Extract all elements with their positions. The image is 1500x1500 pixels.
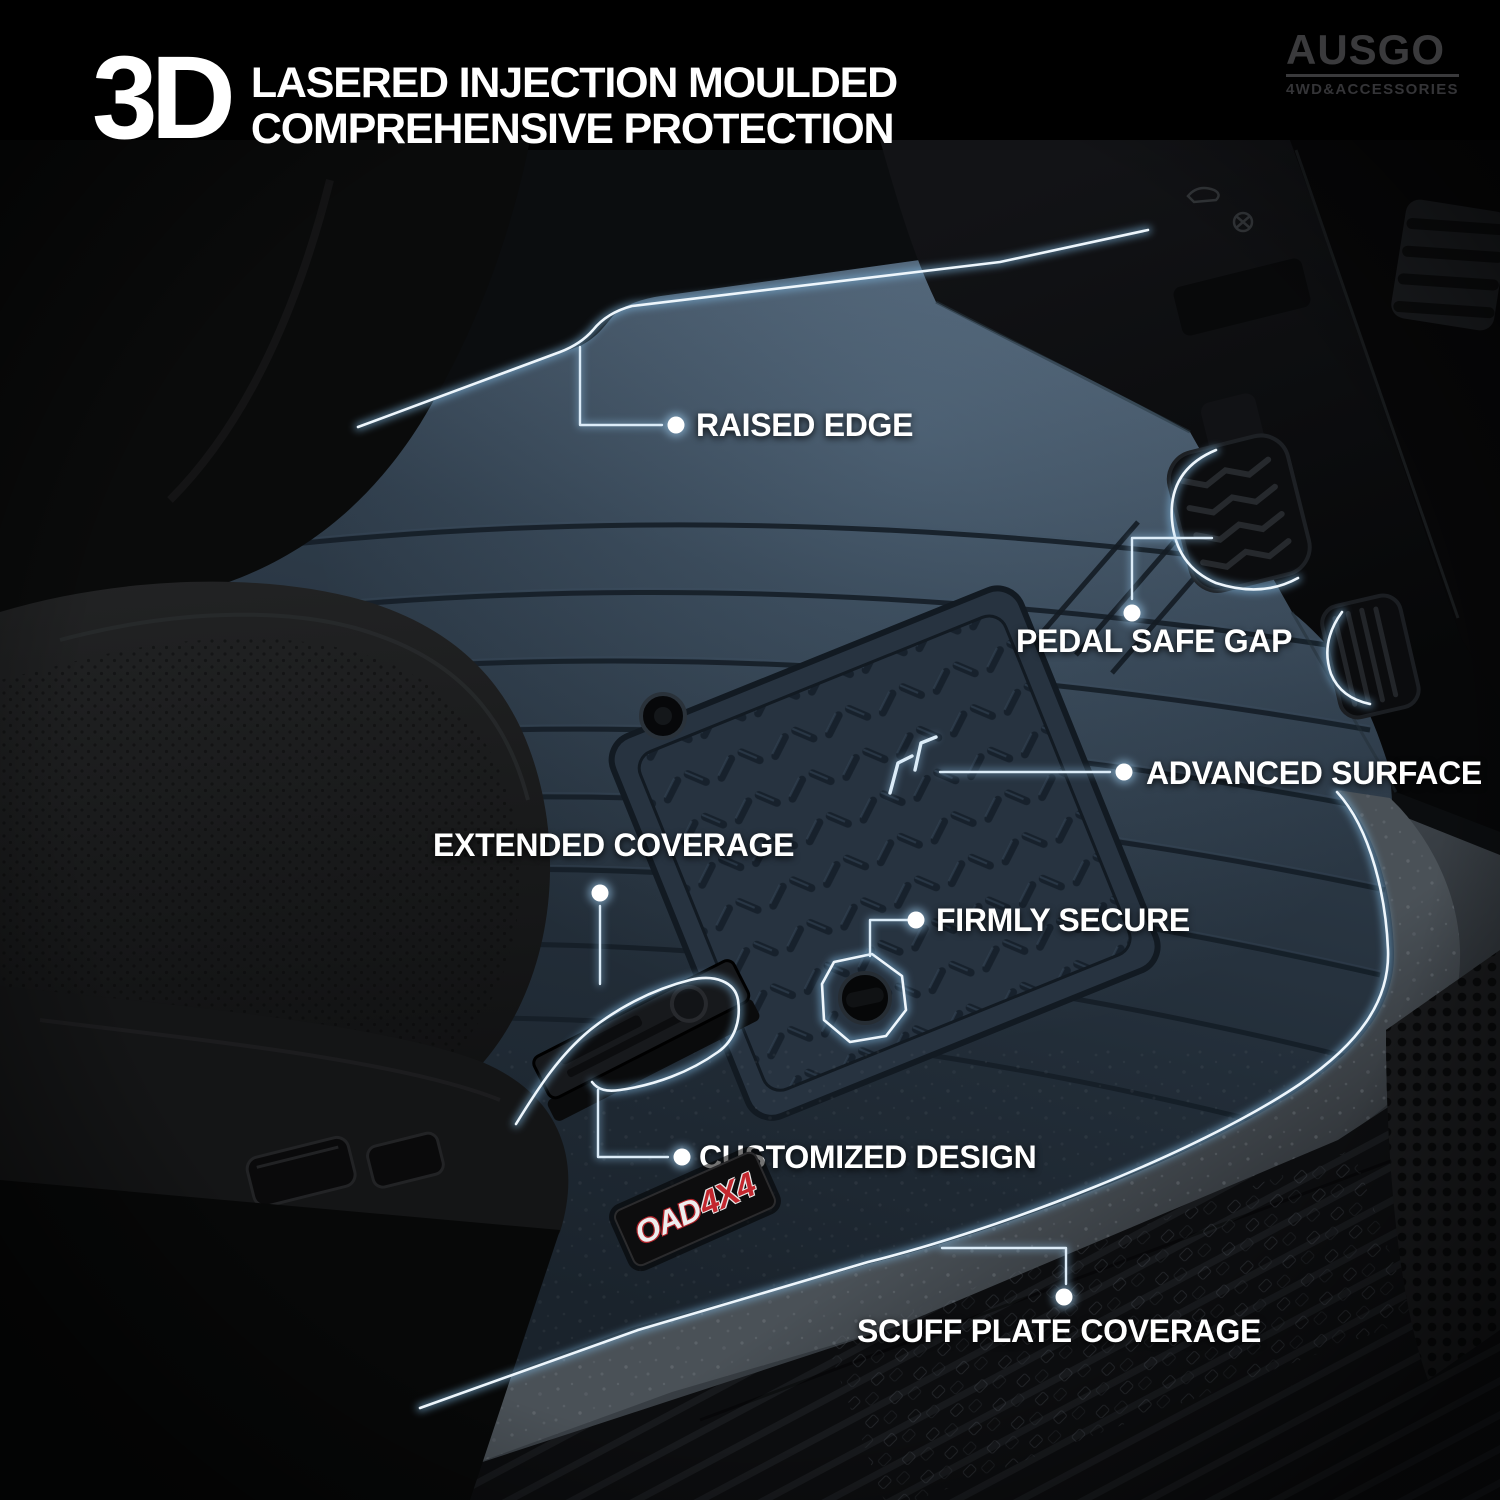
brand-name: AUSGO — [1286, 28, 1459, 77]
callout-scuff-plate-coverage: SCUFF PLATE COVERAGE — [857, 1313, 1262, 1349]
callout-line-firmly-secure — [868, 918, 924, 958]
headline-line2: COMPREHENSIVE PROTECTION — [250, 105, 895, 153]
callout-raised-edge: RAISED EDGE — [696, 407, 914, 443]
dot-raised-edge — [667, 416, 685, 434]
callout-line-scuff-plate — [940, 1246, 1068, 1286]
vignette — [0, 140, 1500, 1500]
brand-tagline: 4WD&ACCESSORIES — [1286, 81, 1459, 98]
glow-brake-pedal-gap — [1170, 448, 1300, 591]
dot-firmly-secure — [907, 911, 925, 929]
callout-extended-coverage: EXTENDED COVERAGE — [433, 827, 795, 863]
oad-badge-brand: OAD — [629, 1190, 707, 1251]
tread-highlight-ticks — [888, 735, 938, 795]
headline-3d-badge: 3D — [92, 32, 236, 164]
callout-line-customized-design — [596, 1088, 670, 1159]
dot-extended-coverage — [591, 884, 609, 902]
headline: 3D LASERED INJECTION MOULDED COMPREHENSI… — [92, 32, 898, 164]
glow-lines — [356, 228, 1390, 1410]
dot-advanced-surface — [1115, 763, 1133, 781]
glow-accel-pedal-gap — [1326, 610, 1372, 706]
callout-pedal-safe-gap: PEDAL SAFE GAP — [1016, 623, 1293, 659]
glow-scuff-edge — [418, 790, 1390, 1410]
glow-rail-cutout — [514, 976, 740, 1126]
callout-advanced-surface: ADVANCED SURFACE — [1146, 755, 1482, 791]
dot-pedal-safe-gap — [1123, 604, 1141, 622]
dot-customized-design — [673, 1148, 691, 1166]
glow-clip-octagon — [820, 952, 908, 1044]
callout-dots — [591, 416, 1141, 1306]
brand-logo: AUSGO 4WD&ACCESSORIES — [1286, 28, 1459, 98]
headline-lines: LASERED INJECTION MOULDED COMPREHENSIVE … — [250, 59, 898, 153]
dot-scuff-plate — [1055, 1288, 1073, 1306]
glow-raised-edge — [356, 228, 1150, 429]
callout-lines — [578, 345, 1214, 1286]
headline-line1: LASERED INJECTION MOULDED — [250, 59, 898, 107]
callout-line-raised-edge — [578, 345, 664, 427]
oad-badge-model: 4X4 — [692, 1165, 761, 1224]
callout-firmly-secure: FIRMLY SECURE — [936, 902, 1190, 938]
callout-line-pedal-safe-gap — [1130, 536, 1214, 601]
